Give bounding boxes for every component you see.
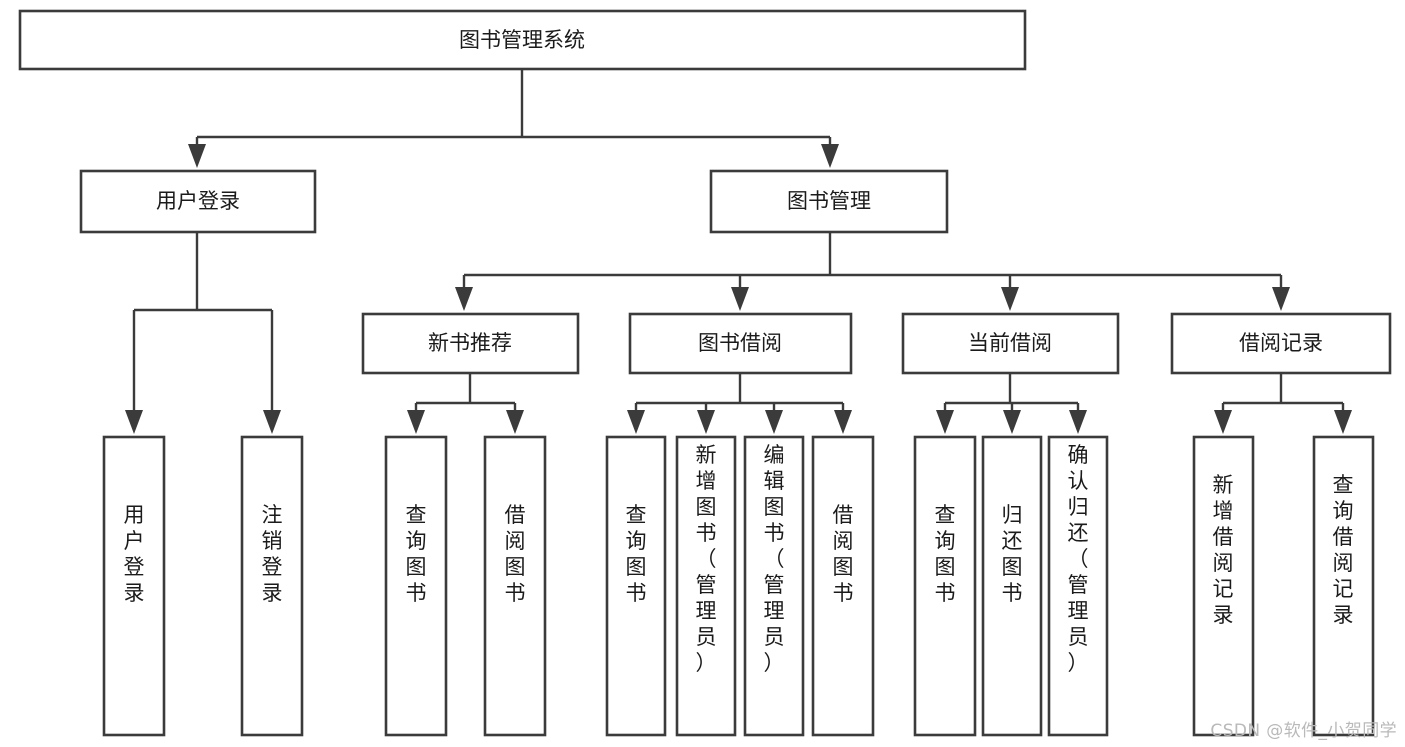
- node-leaf-borrow-book-2-label: 借阅图书: [833, 503, 854, 605]
- node-leaf-return-book-label: 归还图书: [1002, 503, 1023, 605]
- arrow-icon-to-book-borrow: [731, 287, 749, 311]
- arrow-icon-to-leaf-query-book-3: [936, 410, 954, 434]
- node-leaf-edit-book-admin-box[interactable]: [743, 435, 805, 737]
- arrow-icon-to-leaf-user-login: [125, 410, 143, 434]
- node-leaf-user-login[interactable]: 用户登录: [102, 435, 166, 737]
- node-new-book-recommend-label: 新书推荐: [428, 331, 512, 355]
- node-leaf-query-borrow-record[interactable]: 查询借阅记录: [1312, 435, 1375, 737]
- node-book-management[interactable]: 图书管理: [709, 169, 949, 234]
- node-leaf-add-borrow-record-box[interactable]: [1192, 435, 1255, 737]
- node-leaf-query-borrow-record-label: 查询借阅记录: [1333, 473, 1354, 627]
- node-leaf-confirm-return-admin[interactable]: 确认归还（管理员）: [1047, 435, 1109, 737]
- node-leaf-query-borrow-record-box[interactable]: [1312, 435, 1375, 737]
- arrow-icon-to-leaf-add-borrow-record: [1214, 410, 1232, 434]
- node-leaf-borrow-book-1-label: 借阅图书: [505, 503, 526, 605]
- arrow-icon-to-leaf-logout-login: [263, 410, 281, 434]
- node-leaf-borrow-book-1[interactable]: 借阅图书: [483, 435, 547, 737]
- node-leaf-logout-login[interactable]: 注销登录: [240, 435, 304, 737]
- node-book-borrow[interactable]: 图书借阅: [628, 312, 853, 375]
- arrow-icon-to-user-login: [188, 144, 206, 168]
- node-leaf-return-book-box[interactable]: [981, 435, 1043, 737]
- node-current-borrow-label: 当前借阅: [968, 331, 1052, 355]
- node-leaf-add-borrow-record-label: 新增借阅记录: [1213, 473, 1234, 627]
- node-new-book-recommend-box[interactable]: [361, 312, 580, 375]
- node-leaf-query-book-2[interactable]: 查询图书: [605, 435, 667, 737]
- node-leaf-add-book-admin[interactable]: 新增图书（管理员）: [675, 435, 737, 737]
- csdn-watermark: CSDN @软件_小贺同学: [1210, 721, 1397, 741]
- node-book-borrow-label: 图书借阅: [698, 331, 782, 355]
- node-leaf-add-borrow-record[interactable]: 新增借阅记录: [1192, 435, 1255, 737]
- node-root-system-box[interactable]: [18, 9, 1027, 71]
- node-leaf-add-book-admin-box[interactable]: [675, 435, 737, 737]
- node-current-borrow[interactable]: 当前借阅: [901, 312, 1120, 375]
- node-leaf-edit-book-admin-label: 编辑图书（管理员）: [764, 443, 785, 675]
- node-leaf-user-login-label: 用户登录: [124, 503, 145, 605]
- arrow-icon-to-book-management: [821, 144, 839, 168]
- node-leaf-query-book-3-box[interactable]: [913, 435, 977, 737]
- node-leaf-logout-login-label: 注销登录: [262, 503, 283, 605]
- node-leaf-borrow-book-1-box[interactable]: [483, 435, 547, 737]
- node-borrow-record[interactable]: 借阅记录: [1170, 312, 1392, 375]
- node-user-login-box[interactable]: [79, 169, 317, 234]
- arrow-icon-to-leaf-confirm-return-admin: [1069, 410, 1087, 434]
- node-leaf-logout-login-box[interactable]: [240, 435, 304, 737]
- node-book-management-label: 图书管理: [787, 189, 871, 213]
- arrow-icon-to-leaf-query-book-1: [407, 410, 425, 434]
- node-leaf-borrow-book-2-box[interactable]: [811, 435, 875, 737]
- node-leaf-query-book-2-box[interactable]: [605, 435, 667, 737]
- node-leaf-query-book-1-box[interactable]: [384, 435, 448, 737]
- node-book-management-box[interactable]: [709, 169, 949, 234]
- node-leaf-query-book-1-label: 查询图书: [406, 503, 427, 605]
- arrow-icon-to-leaf-add-book-admin: [697, 410, 715, 434]
- node-user-login[interactable]: 用户登录: [79, 169, 317, 234]
- arrow-icon-to-leaf-query-book-2: [627, 410, 645, 434]
- node-leaf-edit-book-admin[interactable]: 编辑图书（管理员）: [743, 435, 805, 737]
- node-root-system-label: 图书管理系统: [459, 28, 585, 52]
- arrow-icon-to-leaf-return-book: [1003, 410, 1021, 434]
- node-book-borrow-box[interactable]: [628, 312, 853, 375]
- arrow-icon-to-leaf-borrow-book-1: [506, 410, 524, 434]
- arrow-icon-to-leaf-borrow-book-2: [834, 410, 852, 434]
- arrow-icon-to-new-book-recommend: [455, 287, 473, 311]
- node-new-book-recommend[interactable]: 新书推荐: [361, 312, 580, 375]
- node-leaf-confirm-return-admin-box[interactable]: [1047, 435, 1109, 737]
- node-current-borrow-box[interactable]: [901, 312, 1120, 375]
- node-leaf-user-login-box[interactable]: [102, 435, 166, 737]
- node-leaf-query-book-3[interactable]: 查询图书: [913, 435, 977, 737]
- node-borrow-record-box[interactable]: [1170, 312, 1392, 375]
- node-root-system[interactable]: 图书管理系统: [18, 9, 1027, 71]
- node-leaf-confirm-return-admin-label: 确认归还（管理员）: [1068, 443, 1089, 675]
- node-leaf-add-book-admin-label: 新增图书（管理员）: [696, 443, 717, 675]
- arrow-icon-to-current-borrow: [1001, 287, 1019, 311]
- node-leaf-query-book-3-label: 查询图书: [935, 503, 956, 605]
- node-leaf-return-book[interactable]: 归还图书: [981, 435, 1043, 737]
- arrowhead-layer: [125, 144, 1352, 434]
- node-user-login-label: 用户登录: [156, 189, 240, 213]
- arrow-icon-to-leaf-query-borrow-record: [1334, 410, 1352, 434]
- arrow-icon-to-borrow-record: [1272, 287, 1290, 311]
- arrow-icon-to-leaf-edit-book-admin: [765, 410, 783, 434]
- node-leaf-borrow-book-2[interactable]: 借阅图书: [811, 435, 875, 737]
- node-leaf-query-book-1[interactable]: 查询图书: [384, 435, 448, 737]
- node-borrow-record-label: 借阅记录: [1239, 331, 1323, 355]
- node-leaf-query-book-2-label: 查询图书: [626, 503, 647, 605]
